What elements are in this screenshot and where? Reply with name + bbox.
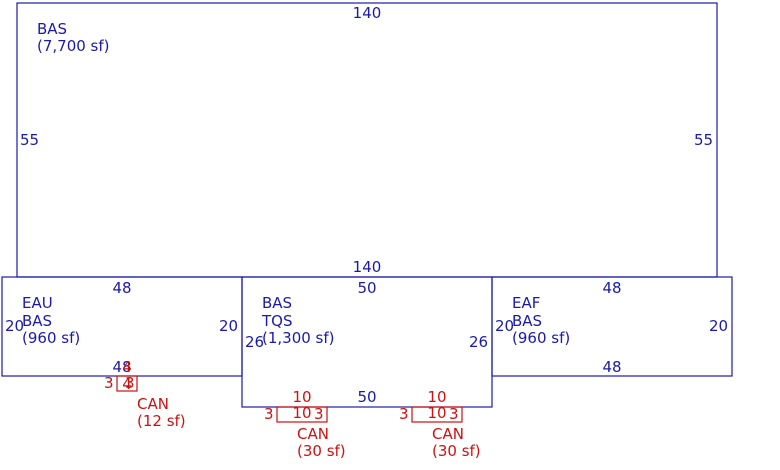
right-wing-top-dim: 48 [602, 279, 621, 297]
main-area-left-dim: 55 [20, 131, 39, 149]
canopy-center-code: CAN [297, 425, 329, 443]
canopy-small-top-dim: 4 [122, 358, 132, 376]
center-wing-bottom-dim: 50 [357, 388, 376, 406]
center-wing-code-2: TQS [261, 312, 293, 330]
right-wing-outline [491, 276, 733, 377]
canopy-center-size: (30 sf) [297, 442, 346, 460]
main-area-top-dim: 140 [353, 4, 382, 22]
canopy-center-top-dim: 10 [292, 388, 311, 406]
canopy-right-code: CAN [432, 425, 464, 443]
canopy-right-right-dim: 3 [449, 405, 459, 423]
canopy-right-left-dim: 3 [399, 405, 409, 423]
canopy-right-top-dim: 10 [427, 388, 446, 406]
right-wing-size: (960 sf) [512, 329, 570, 347]
canopy-right-size: (30 sf) [432, 442, 481, 460]
canopy-small-code: CAN [137, 395, 169, 413]
canopy-right-outline [411, 406, 463, 423]
left-wing-top-dim: 48 [112, 279, 131, 297]
main-area-size: (7,700 sf) [37, 37, 110, 55]
canopy-small-inner-dim: 4 [122, 375, 132, 393]
canopy-center-outline [276, 406, 328, 423]
main-area-right-dim: 55 [694, 131, 713, 149]
right-wing-code-2: BAS [512, 312, 542, 330]
center-wing-top-dim: 50 [357, 279, 376, 297]
left-wing-right-dim: 20 [219, 317, 238, 335]
left-wing-bottom-dim: 48 [112, 358, 131, 376]
main-area-code: BAS [37, 20, 67, 38]
center-wing-code-1: BAS [262, 294, 292, 312]
right-wing-bottom-dim: 48 [602, 358, 621, 376]
canopy-center-right-dim: 3 [314, 405, 324, 423]
center-wing-size: (1,300 sf) [262, 329, 335, 347]
canopy-center-left-dim: 3 [264, 405, 274, 423]
canopy-small-left-dim: 3 [104, 374, 114, 392]
right-wing-code-1: EAF [512, 294, 540, 312]
canopy-small-size: (12 sf) [137, 412, 186, 430]
left-wing-left-dim: 20 [5, 317, 24, 335]
right-wing-right-dim: 20 [709, 317, 728, 335]
canopy-small-right-dim: 3 [125, 374, 135, 392]
main-area-bottom-dim: 140 [353, 258, 382, 276]
left-wing-size: (960 sf) [22, 329, 80, 347]
right-wing-left-dim: 20 [495, 317, 514, 335]
center-wing-right-dim: 26 [469, 333, 488, 351]
main-area-outline [16, 2, 718, 278]
left-wing-code-1: EAU [22, 294, 53, 312]
canopy-right-inner-dim: 10 [427, 404, 446, 422]
canopy-small-outline [116, 375, 138, 392]
canopy-center-inner-dim: 10 [292, 404, 311, 422]
center-wing-left-dim: 26 [245, 333, 264, 351]
left-wing-code-2: BAS [22, 312, 52, 330]
